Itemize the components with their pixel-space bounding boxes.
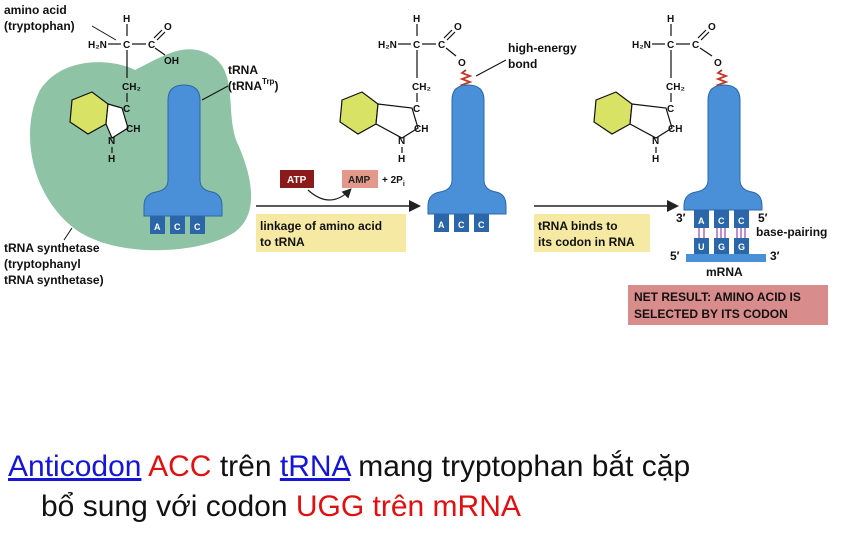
trna-link[interactable]: tRNA [279, 450, 350, 483]
amp-box [342, 170, 378, 188]
indole-nitrogen: N [652, 136, 659, 147]
base-pairing-lines [698, 228, 746, 238]
amp-label: AMP [348, 175, 371, 186]
net-result-line-1: NET RESULT: AMINO ACID IS [634, 290, 801, 304]
ring-ch: CH [414, 124, 428, 135]
net-result-line-2: SELECTED BY ITS CODON [634, 307, 788, 321]
acc-highlight: ACC [148, 450, 212, 483]
ester-oxygen: O [458, 58, 466, 69]
indole-hydrogen: H [398, 154, 405, 165]
trna-molecule-3: A C C [683, 84, 763, 228]
codon-base-2: G [718, 242, 725, 252]
amino-acid-structure-2: H H₂N C C O O CH₂ C N CH H [339, 14, 466, 165]
carboxyl-carbon: C [148, 40, 155, 51]
codon-base-1: U [698, 242, 705, 252]
atp-box [280, 170, 314, 188]
anticodon-base-1: A [438, 220, 445, 230]
ring-carbon: C [413, 104, 420, 115]
alpha-carbon: C [123, 40, 130, 51]
trna-molecule-2: A C C [427, 84, 507, 232]
anticodon-base-3: C [194, 222, 201, 232]
anticodon-base-1: A [154, 222, 161, 232]
ester-oxygen: O [714, 58, 722, 69]
base-pairing-label: base-pairing [756, 225, 827, 239]
ring-carbon: C [123, 104, 130, 115]
h-atom: H [123, 14, 130, 25]
oxygen-atom: O [708, 22, 716, 33]
carboxyl-carbon: C [692, 40, 699, 51]
caption-text: Anticodon ACC trên tRNA mang tryptophan … [8, 447, 838, 527]
codon-base-3: G [738, 242, 745, 252]
caption-tren: trên [219, 450, 272, 483]
step-1-box [256, 214, 406, 252]
anticodon-base-2: C [458, 220, 465, 230]
indole-hydrogen: H [652, 154, 659, 165]
indole-nitrogen: N [108, 136, 115, 147]
mrna-label: mRNA [706, 265, 743, 279]
alpha-carbon: C [413, 40, 420, 51]
synthetase-label-2: (tryptophanyl [4, 257, 81, 271]
anticodon-base-2: C [718, 216, 725, 226]
bond-label: bond [508, 57, 537, 71]
h2n-group: H₂N [88, 40, 107, 51]
trna-label: tRNA [228, 63, 258, 77]
step-2-reaction: tRNA binds to its codon in RNA [534, 200, 679, 252]
indole-nitrogen: N [398, 136, 405, 147]
h2n-group: H₂N [632, 40, 651, 51]
amino-acid-structure-1: H H₂N C C O OH CH₂ C N CH H [69, 14, 179, 165]
amino-acid-structure-3: H H₂N C C O O CH₂ C N CH H [593, 14, 722, 165]
atp-label: ATP [287, 175, 307, 186]
anticodon-base-2: C [174, 222, 181, 232]
mrna-3-prime: 3′ [770, 249, 780, 263]
ch2-group: CH₂ [122, 82, 141, 93]
high-energy-label: high-energy [508, 41, 577, 55]
amino-acid-label: amino acid [4, 3, 67, 17]
h-atom: H [667, 14, 674, 25]
anticodon-link[interactable]: Anticodon [8, 450, 142, 483]
indole-hydrogen: H [108, 154, 115, 165]
mrna-strand: U G G [686, 238, 766, 262]
tryptophan-label: (tryptophan) [4, 19, 75, 33]
step-2-line-2: its codon in RNA [538, 235, 635, 249]
anticodon-base-3: C [478, 220, 485, 230]
pyrrole-ring [105, 103, 129, 139]
trna-synthetase-enzyme [30, 49, 252, 251]
ring-ch: CH [668, 124, 682, 135]
carboxyl-carbon: C [438, 40, 445, 51]
caption-line-2: bổ sung với codon UGG trên mRNA [8, 487, 838, 527]
alpha-carbon: C [667, 40, 674, 51]
step-1-line-1: linkage of amino acid [260, 219, 382, 233]
h-atom: H [413, 14, 420, 25]
anticodon-base-1: A [698, 216, 705, 226]
oxygen-atom: O [454, 22, 462, 33]
step-2-line-1: tRNA binds to [538, 219, 618, 233]
oxygen-atom: O [164, 22, 172, 33]
caption-rest-1: mang tryptophan bắt cặp [358, 450, 691, 483]
hydroxyl-group: OH [164, 56, 179, 67]
h2n-group: H₂N [378, 40, 397, 51]
trna-trp-label: (tRNATrp) [228, 77, 278, 93]
plus-2pi-label: + 2Pi [382, 175, 405, 188]
synthetase-label-3: tRNA synthetase) [4, 273, 104, 287]
step-2-box [534, 214, 650, 252]
synthetase-label-1: tRNA synthetase [4, 241, 100, 255]
ring-ch: CH [126, 124, 140, 135]
trna-molecule-1: A C C [143, 84, 223, 234]
ch2-group: CH₂ [412, 82, 431, 93]
trna-3-prime: 3′ [676, 211, 686, 225]
ugg-highlight: UGG trên mRNA [295, 490, 521, 523]
trna-5-prime: 5′ [758, 211, 768, 225]
mrna-5-prime: 5′ [670, 249, 680, 263]
step-1-line-2: to tRNA [260, 235, 305, 249]
ring-carbon: C [667, 104, 674, 115]
caption-line-2-start: bổ sung với codon [41, 490, 288, 523]
trna-charging-diagram: H H₂N C C O OH CH₂ C N CH H A C C amino … [4, 3, 828, 325]
caption-line-1: Anticodon ACC trên tRNA mang tryptophan … [8, 447, 838, 487]
step-1-reaction: ATP AMP + 2Pi linkage of amino acid to t… [256, 170, 421, 252]
anticodon-base-3: C [738, 216, 745, 226]
net-result-box [628, 285, 828, 325]
ch2-group: CH₂ [666, 82, 685, 93]
